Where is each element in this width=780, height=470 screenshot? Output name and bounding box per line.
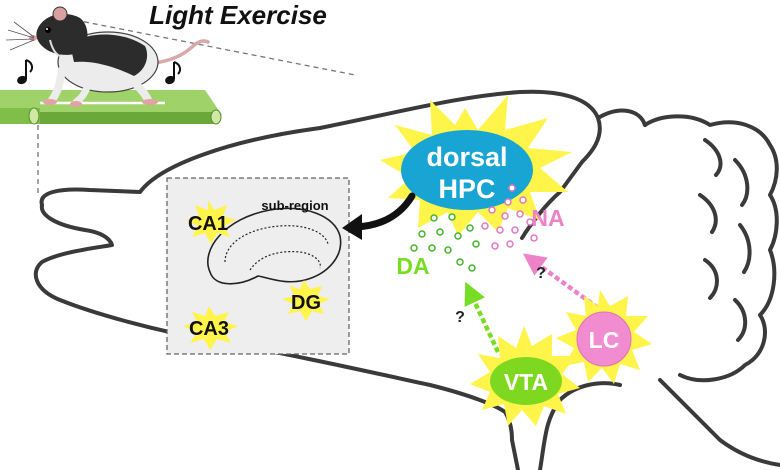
dorsal-hpc-node — [401, 130, 533, 210]
subregion-label: sub-region — [261, 198, 328, 213]
noradrenaline-release-dots — [481, 184, 538, 250]
ca1-starburst — [186, 200, 236, 244]
lc-node — [576, 311, 632, 367]
ca3-starburst — [183, 306, 238, 350]
dopamine-release-dots — [410, 213, 480, 272]
cerebellum-outline — [643, 114, 779, 383]
inset-connector-lines — [37, 19, 356, 195]
vta-label: VTA — [504, 369, 548, 395]
dopamine-uncertainty-mark: ? — [455, 309, 465, 326]
vta-node — [490, 357, 562, 405]
dg-label: DG — [291, 292, 321, 314]
music-note-icon — [165, 61, 182, 85]
noradrenaline-uncertainty-mark: ? — [536, 265, 546, 282]
brain-outline — [39, 89, 647, 240]
curved-arrow-icon — [342, 192, 416, 240]
noradrenaline-label: NA — [531, 205, 564, 231]
hpc-label-line1: dorsal — [426, 142, 507, 172]
music-note-icon — [17, 59, 34, 85]
ca3-label: CA3 — [189, 318, 229, 340]
rat-illustration — [5, 6, 210, 107]
treadmill — [0, 90, 222, 125]
dopamine-label: DA — [396, 253, 429, 279]
ca1-label: CA1 — [188, 213, 228, 235]
hpc-label-line2: HPC — [438, 174, 495, 204]
dg-starburst — [282, 280, 330, 321]
dopamine-pathway-arrow — [464, 281, 501, 353]
title: Light Exercise — [149, 0, 327, 30]
hippocampus-drawing — [207, 207, 342, 285]
brainstem-outline — [658, 378, 780, 467]
noradrenaline-pathway-arrow — [522, 253, 600, 310]
lc-label: LC — [589, 327, 620, 353]
